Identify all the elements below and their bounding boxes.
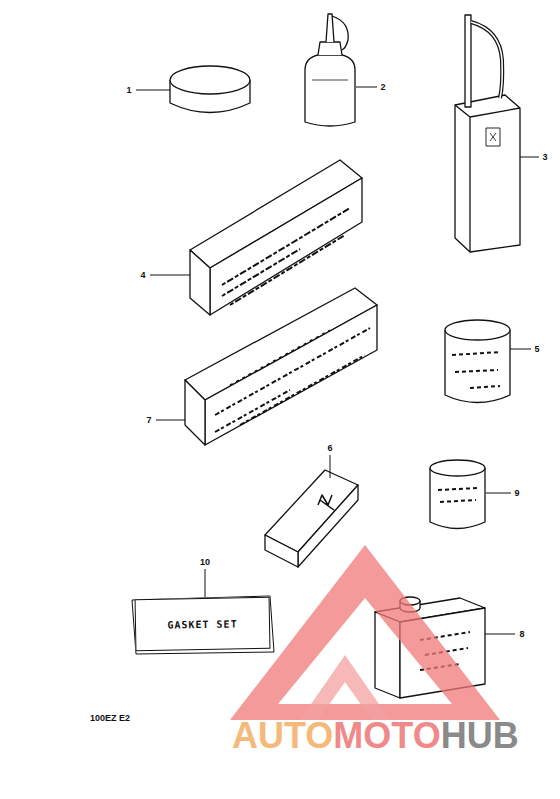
gasket-packet: GASKET SET xyxy=(135,597,271,651)
callout-number: 6 xyxy=(327,444,332,453)
callout-number: 3 xyxy=(542,153,547,162)
watermark-part: AUTO xyxy=(232,715,333,756)
watermark-part: MOTO xyxy=(333,715,440,756)
gasket-packet xyxy=(132,596,274,654)
watermark-part: HUB xyxy=(441,715,519,756)
small-box xyxy=(265,470,358,567)
callout-number: 5 xyxy=(534,345,539,354)
callout-number: 7 xyxy=(146,416,151,425)
callout-number: 8 xyxy=(519,630,524,639)
small-can xyxy=(430,460,485,529)
oil-bottle xyxy=(305,14,355,126)
grease-can xyxy=(445,320,510,403)
bond-box xyxy=(185,288,377,445)
callout-number: 2 xyxy=(380,83,385,92)
callout-number: 10 xyxy=(200,558,210,567)
watermark-text: AUTOMOTOHUB xyxy=(232,718,519,754)
bond-box xyxy=(190,160,362,315)
packet-label: GASKET SET xyxy=(167,618,237,630)
figure-code: 100EZ E2 xyxy=(90,714,130,723)
cap-part xyxy=(170,66,250,113)
callout-number: 1 xyxy=(126,86,131,95)
tall-can xyxy=(455,15,520,252)
leader-line xyxy=(136,87,539,634)
watermark-logo xyxy=(230,545,500,720)
callout-number: 4 xyxy=(140,271,145,280)
callout-number: 9 xyxy=(514,489,519,498)
